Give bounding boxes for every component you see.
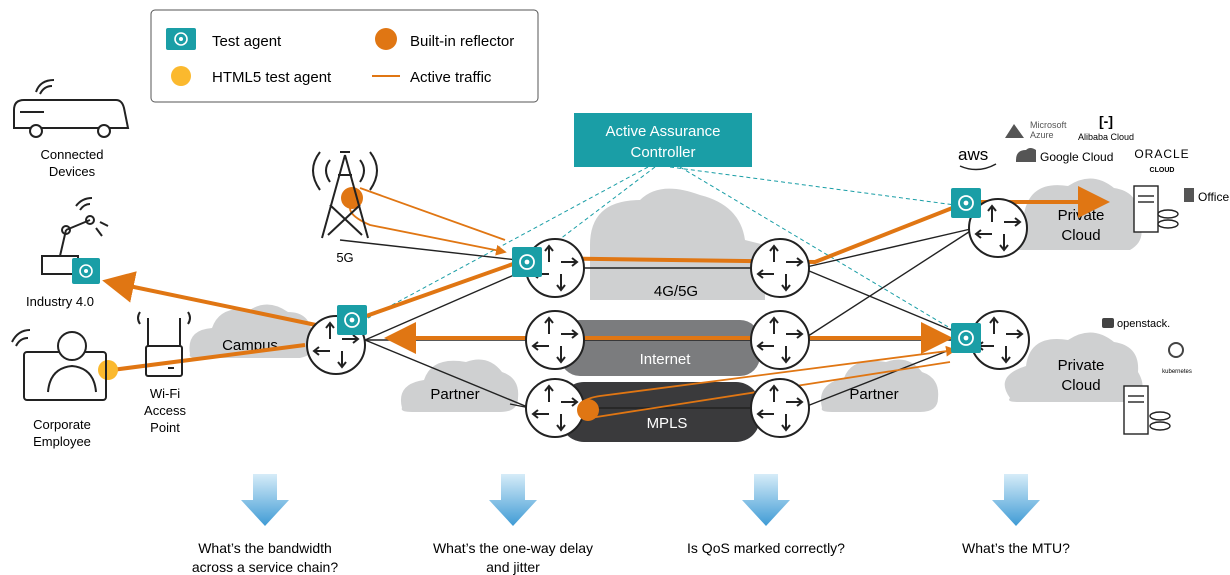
test-agents <box>337 188 981 353</box>
down-arrow-icon <box>742 474 790 526</box>
test-agent-private-bottom <box>951 323 981 353</box>
provider-logos: aws Microsoft Azure [-] Alibaba Cloud Go… <box>958 113 1229 375</box>
cloud-internet-label: Internet <box>640 351 692 368</box>
legend-test-agent: Test agent <box>212 33 282 50</box>
test-agent-icon <box>166 28 196 50</box>
industry-label: Industry 4.0 <box>26 294 94 309</box>
cell-tower-icon <box>312 151 378 239</box>
controller-box: Active Assurance Controller <box>574 113 752 167</box>
test-agent-campus <box>337 305 367 335</box>
kubernetes-label: kubernetes <box>1162 369 1192 375</box>
test-agent-private-top <box>951 188 981 218</box>
router-mpls-left <box>525 378 585 438</box>
wifi-l1: Wi-Fi <box>150 386 180 401</box>
employee-icon <box>11 329 107 401</box>
router-mpls-right <box>750 378 810 438</box>
azure-l2: Azure <box>1030 130 1054 140</box>
google-cloud-icon <box>1016 148 1036 162</box>
cloud-partner-right-label: Partner <box>849 386 898 403</box>
private-cloud-top-l2: Cloud <box>1061 227 1100 244</box>
down-arrow-icon <box>489 474 537 526</box>
cloud-internet: Internet <box>560 320 760 376</box>
alibaba-label: Alibaba Cloud <box>1078 132 1134 142</box>
router-internet-left <box>525 310 585 370</box>
controller-line1: Active Assurance <box>605 123 720 140</box>
oracle-sub: CLOUD <box>1150 167 1175 174</box>
question-1-l2: across a service chain? <box>192 559 339 575</box>
azure-l1: Microsoft <box>1030 120 1067 130</box>
legend-active-traffic: Active traffic <box>410 69 492 86</box>
five-g-label: 5G <box>336 250 353 265</box>
controller-line2: Controller <box>630 144 695 161</box>
aws-smile-icon <box>959 163 997 171</box>
question-arrows <box>241 474 1040 526</box>
down-arrow-icon <box>241 474 289 526</box>
cloud-partner-left: Partner <box>400 359 519 412</box>
router-private-top <box>968 198 1028 258</box>
question-1-l1: What’s the bandwidth <box>198 540 332 556</box>
cloud-mpls: MPLS <box>560 382 760 442</box>
azure-icon <box>1005 124 1024 138</box>
wifi-l3: Point <box>150 420 180 435</box>
employee-l2: Employee <box>33 434 91 449</box>
office-icon <box>1184 188 1194 202</box>
routers <box>306 198 1030 438</box>
question-2-l2: and jitter <box>486 559 540 575</box>
cloud-4g5g-label: 4G/5G <box>654 283 698 300</box>
cloud-private-bottom: Private Cloud <box>1004 332 1143 402</box>
controller-links <box>367 166 961 335</box>
test-agent-4g <box>512 247 542 277</box>
server-icon-bottom <box>1123 385 1171 435</box>
cloud-mpls-label: MPLS <box>647 415 688 432</box>
aws-logo: aws <box>958 145 988 164</box>
legend-html5: HTML5 test agent <box>212 69 332 86</box>
connected-devices-l1: Connected <box>41 147 104 162</box>
legend-reflector: Built-in reflector <box>410 33 514 50</box>
van-icon <box>13 79 130 138</box>
reflector-mpls <box>577 399 599 421</box>
connected-devices-l2: Devices <box>49 164 96 179</box>
office-label: Office <box>1198 190 1229 204</box>
question-4: What’s the MTU? <box>962 540 1070 556</box>
cloud-partner-right: Partner <box>820 359 939 412</box>
private-cloud-bottom-l1: Private <box>1058 357 1105 374</box>
alibaba-icon: [-] <box>1099 113 1113 129</box>
router-internet-right <box>750 310 810 370</box>
oracle-label: ORACLE <box>1134 147 1189 161</box>
private-cloud-top-l1: Private <box>1058 207 1105 224</box>
cloud-partner-left-label: Partner <box>430 386 479 403</box>
kubernetes-icon <box>1168 342 1184 358</box>
wifi-l2: Access <box>144 403 186 418</box>
reflector-icon <box>375 28 397 50</box>
router-4g-right <box>750 238 810 298</box>
question-3: Is QoS marked correctly? <box>687 540 845 556</box>
google-label: Google Cloud <box>1040 150 1113 164</box>
private-cloud-bottom-l2: Cloud <box>1061 377 1100 394</box>
openstack-label: openstack. <box>1117 318 1170 330</box>
html5-agent-icon <box>171 66 191 86</box>
wifi-access-point-icon <box>137 311 191 377</box>
question-2-l1: What’s the one-way delay <box>433 540 593 556</box>
down-arrow-icon <box>992 474 1040 526</box>
employee-l1: Corporate <box>33 417 91 432</box>
legend: Test agent Built-in reflector HTML5 test… <box>150 9 539 103</box>
openstack-icon <box>1102 318 1114 328</box>
cloud-4g5g: 4G/5G <box>590 188 765 300</box>
html5-agent-employee <box>98 360 118 380</box>
robot-test-agent-icon <box>72 258 100 284</box>
server-icon-top <box>1133 185 1179 233</box>
